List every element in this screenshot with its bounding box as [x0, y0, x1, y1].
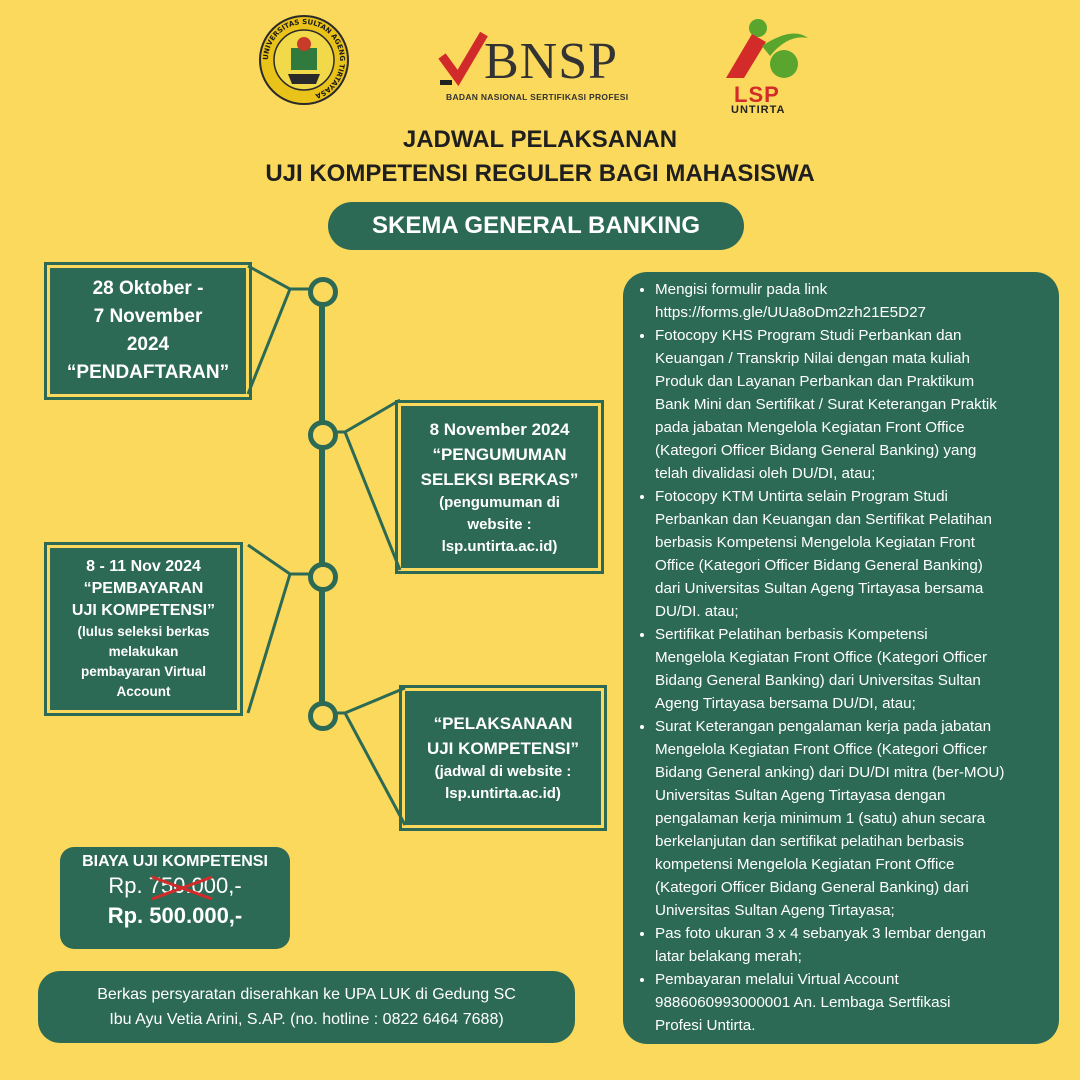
- untirta-logo: UNIVERSITAS SULTAN AGENG TIRTAYASA: [258, 14, 350, 106]
- timeline-node-2: [308, 420, 338, 450]
- requirement-line: Fotocopy KTM Untirta selain Program Stud…: [655, 488, 948, 505]
- timeline-box-pendaftaran: 28 Oktober - 7 November 2024 “PENDAFTARA…: [44, 262, 252, 400]
- cost-new-price: Rp. 500.000,-: [107, 903, 243, 928]
- cost-title: BIAYA UJI KOMPETENSI: [82, 853, 268, 870]
- box-note: lsp.untirta.ac.id): [441, 537, 558, 555]
- requirement-line: pengalaman kerja minimum 1 (satu) ahun s…: [655, 810, 986, 827]
- box-note: melakukan: [108, 644, 179, 659]
- lsp-name: LSP: [734, 82, 780, 107]
- timeline-box-pelaksanaan: “PELAKSANAAN UJI KOMPETENSI” (jadwal di …: [399, 685, 607, 831]
- requirement-line: 9886060993000001 An. Lembaga Sertfikasi: [655, 994, 951, 1011]
- bnsp-check-icon: [438, 31, 488, 87]
- berkas-line-2: Ibu Ayu Vetia Arini, S.AP. (no. hotline …: [109, 1011, 504, 1028]
- requirement-line: Perbankan dan Keuangan dan Sertifikat Pe…: [655, 511, 992, 528]
- cost-old-price: Rp. 750.000,-: [108, 873, 242, 901]
- box-note: (pengumuman di: [439, 493, 560, 511]
- timeline-box-pengumuman: 8 November 2024 “PENGUMUMAN SELEKSI BERK…: [395, 400, 604, 574]
- box-note: pembayaran Virtual: [80, 664, 207, 679]
- requirement-line: Pas foto ukuran 3 x 4 sebanyak 3 lembar …: [655, 925, 986, 942]
- requirement-line: berkelanjutan dan sertifikat pelatihan b…: [655, 833, 965, 850]
- box-text: 8 November 2024: [429, 419, 570, 439]
- requirement-item: Mengisi formulir pada link https://forms.…: [655, 278, 1057, 324]
- requirement-line: https://forms.gle/UUa8oDm2zh21E5D27: [655, 304, 926, 321]
- requirement-line: latar belakang merah;: [655, 948, 802, 965]
- requirement-item: Fotocopy KHS Program Studi Perbankan dan…: [655, 324, 1057, 485]
- requirement-line: Universitas Sultan Ageng Tirtayasa denga…: [655, 787, 946, 804]
- berkas-line-1: Berkas persyaratan diserahkan ke UPA LUK…: [97, 986, 516, 1003]
- box-text: UJI KOMPETENSI”: [71, 602, 216, 619]
- timeline-box-pembayaran: 8 - 11 Nov 2024 “PEMBAYARAN UJI KOMPETEN…: [44, 542, 243, 716]
- requirement-line: (Kategori Officer Bidang General Banking…: [655, 442, 977, 459]
- requirement-line: Bank Mini dan Sertifikat / Surat Keteran…: [655, 396, 997, 413]
- requirement-line: DU/DI. atau;: [655, 603, 739, 620]
- box-text: 2024: [126, 334, 170, 355]
- requirement-line: Universitas Sultan Ageng Tirtayasa;: [655, 902, 895, 919]
- box-note: lsp.untirta.ac.id): [445, 785, 561, 802]
- requirement-line: dari Universitas Sultan Ageng Tirtayasa …: [655, 580, 984, 597]
- requirement-line: Profesi Untirta.: [655, 1017, 756, 1034]
- title-line-1: JADWAL PELAKSANAN: [402, 126, 678, 153]
- lsp-figure-icon: [726, 19, 808, 78]
- box-text: 7 November: [93, 306, 203, 327]
- box-text: 28 Oktober -: [92, 278, 204, 299]
- lsp-untirta-logo: LSP UNTIRTA: [722, 16, 812, 118]
- requirement-item: Pembayaran melalui Virtual Account 988606…: [655, 968, 1057, 1037]
- requirement-line: Sertifikat Pelatihan berbasis Kompetensi: [655, 626, 928, 643]
- box-note: (lulus seleksi berkas: [77, 624, 210, 639]
- box-text: 8 - 11 Nov 2024: [86, 558, 201, 575]
- requirement-line: Bidang General Banking) dari Universitas…: [655, 672, 981, 689]
- timeline-line: [319, 290, 325, 714]
- requirement-line: pada jabatan Mengelola Kegiatan Front Of…: [655, 419, 965, 436]
- requirement-line: Keuangan / Transkrip Nilai dengan mata k…: [655, 350, 970, 367]
- requirement-line: berbasis Kompetensi Mengelola Kegiatan F…: [655, 534, 975, 551]
- lsp-sub: UNTIRTA: [731, 104, 786, 116]
- box-note: Account: [116, 684, 171, 699]
- skema-badge: SKEMA GENERAL BANKING: [328, 202, 744, 250]
- requirement-line: Mengelola Kegiatan Front Office (Kategor…: [655, 649, 988, 666]
- bnsp-name: BNSP: [484, 33, 619, 90]
- box-text: “PEMBAYARAN: [83, 580, 204, 597]
- timeline-node-3: [308, 562, 338, 592]
- title-line-2: UJI KOMPETENSI REGULER BAGI MAHASISWA: [265, 160, 815, 187]
- requirement-line: kompetensi Mengelola Kegiatan Front Offi…: [655, 856, 955, 873]
- bnsp-logo: BNSP BADAN NASIONAL SERTIFIKASI PROFESI: [438, 30, 628, 110]
- timeline-node-1: [308, 277, 338, 307]
- requirement-line: Office (Kategori Officer Bidang General …: [655, 557, 983, 574]
- requirements-list: Mengisi formulir pada link https://forms.…: [637, 278, 1057, 1037]
- requirement-line: Surat Keterangan pengalaman kerja pada j…: [655, 718, 992, 735]
- requirement-line: (Kategori Officer Bidang General Banking…: [655, 879, 969, 896]
- requirement-item: Fotocopy KTM Untirta selain Program Stud…: [655, 485, 1057, 623]
- requirements-panel: Mengisi formulir pada link https://forms.…: [623, 272, 1059, 1044]
- box-text: “PENDAFTARAN”: [66, 362, 230, 383]
- cost-box: BIAYA UJI KOMPETENSI Rp. 750.000,- Rp. 5…: [60, 847, 290, 949]
- requirement-line: Pembayaran melalui Virtual Account: [655, 971, 899, 988]
- bnsp-subtitle: BADAN NASIONAL SERTIFIKASI PROFESI: [446, 92, 629, 102]
- requirement-line: Mengisi formulir pada link: [655, 281, 828, 298]
- box-note: (jadwal di website :: [434, 763, 572, 780]
- requirement-item: Surat Keterangan pengalaman kerja pada j…: [655, 715, 1057, 922]
- requirement-line: Produk dan Layanan Perbankan dan Praktik…: [655, 373, 975, 390]
- requirement-item: Sertifikat Pelatihan berbasis Kompetensi…: [655, 623, 1057, 715]
- requirement-line: telah divalidasi oleh DU/DI, atau;: [655, 465, 876, 482]
- requirement-line: Bidang General anking) dari DU/DI mitra …: [655, 764, 1005, 781]
- requirement-line: Mengelola Kegiatan Front Office (Kategor…: [655, 741, 988, 758]
- requirement-line: Ageng Tirtayasa bersama DU/DI, atau;: [655, 695, 916, 712]
- requirement-item: Pas foto ukuran 3 x 4 sebanyak 3 lembar …: [655, 922, 1057, 968]
- box-note: website :: [467, 515, 532, 533]
- timeline-node-4: [308, 701, 338, 731]
- box-text: UJI KOMPETENSI”: [426, 739, 580, 758]
- requirement-line: Fotocopy KHS Program Studi Perbankan dan: [655, 327, 962, 344]
- box-text: “PELAKSANAAN: [433, 714, 573, 733]
- box-text: SELEKSI BERKAS”: [420, 469, 579, 489]
- berkas-info: Berkas persyaratan diserahkan ke UPA LUK…: [38, 971, 575, 1043]
- strikethrough-icon: [151, 875, 213, 901]
- box-text: “PENGUMUMAN: [432, 444, 567, 464]
